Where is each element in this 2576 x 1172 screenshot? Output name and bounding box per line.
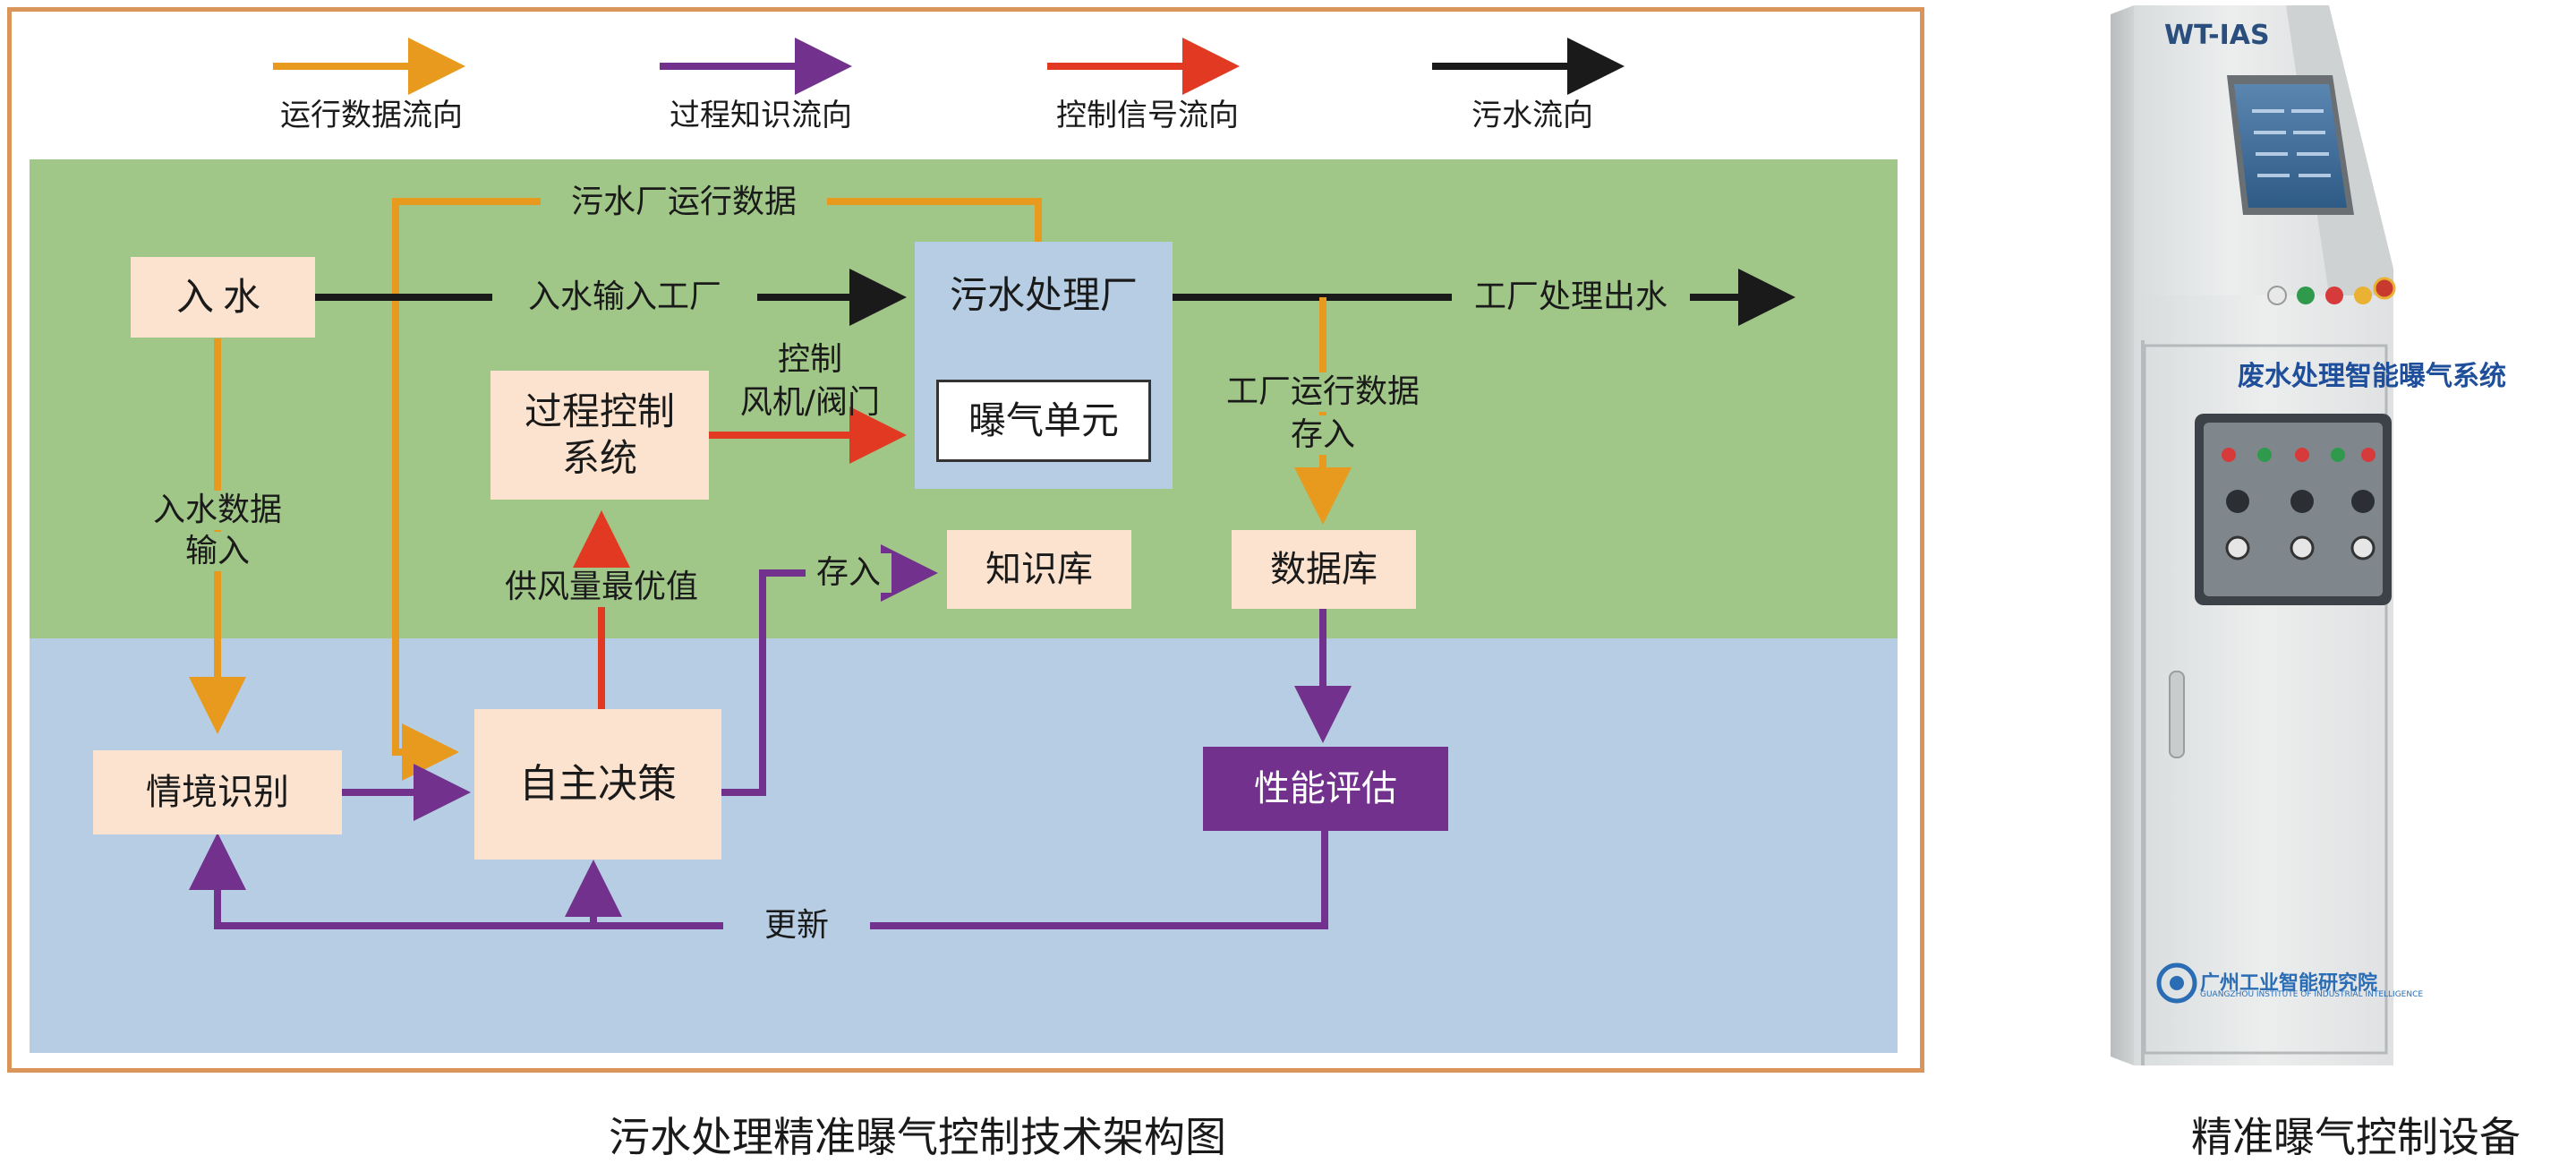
label-control-1: 控制 (777, 341, 842, 378)
label-plant-operating-data: 污水厂运行数据 (541, 183, 827, 222)
device-caption: 精准曝气控制设备 (2191, 1113, 2521, 1161)
node-autonomous-decision-label: 自主决策 (519, 761, 677, 807)
node-knowledge-base: 知识库 (947, 530, 1131, 609)
node-knowledge-base-label: 知识库 (985, 549, 1093, 590)
node-plant-label: 污水处理厂 (949, 273, 1138, 317)
diagram-caption: 污水处理精准曝气控制技术架构图 (609, 1113, 1226, 1161)
node-aeration-unit-label: 曝气单元 (968, 398, 1119, 442)
label-inflow-data-1: 入水数据 (131, 491, 304, 530)
device-model: WT-IAS (2164, 20, 2270, 51)
node-situation-recognition: 情境识别 (93, 750, 342, 834)
node-inflow: 入水 (131, 257, 315, 338)
label-store-ops-1: 工厂运行数据 (1205, 372, 1441, 412)
node-database: 数据库 (1232, 530, 1416, 609)
node-situation-recognition-label: 情境识别 (146, 772, 289, 813)
node-autonomous-decision: 自主决策 (474, 709, 721, 860)
label-inflow-data-2: 输入 (159, 532, 276, 571)
node-process-control: 过程控制 系统 (490, 371, 709, 500)
label-optimal-air: 供风量最优值 (483, 568, 720, 607)
node-performance-eval: 性能评估 (1203, 747, 1448, 831)
label-store-ops-2: 存入 (1269, 415, 1377, 455)
edge-plant-data-loop (392, 198, 1042, 781)
label-inflow-to-plant: 入水输入工厂 (492, 278, 757, 317)
node-process-control-label-2: 系统 (561, 436, 637, 480)
legend-label-control: 控制信号流向 (1056, 98, 1239, 133)
device-maker-logo: 广州工业智能研究院 (2200, 972, 2378, 995)
label-store: 存入 (806, 553, 891, 593)
legend-label-data: 运行数据流向 (280, 98, 463, 133)
device-panel-title: 废水处理智能曝气系统 (2238, 361, 2506, 392)
node-inflow-label: 入水 (175, 275, 269, 319)
node-aeration-unit: 曝气单元 (936, 380, 1151, 462)
label-update: 更新 (723, 906, 870, 945)
label-control-2: 风机/阀门 (739, 384, 881, 421)
control-cabinet-image (2111, 5, 2396, 1065)
node-database-label: 数据库 (1270, 549, 1378, 590)
node-process-control-label-1: 过程控制 (524, 389, 675, 433)
legend-label-knowledge: 过程知识流向 (670, 98, 852, 133)
label-plant-effluent: 工厂处理出水 (1452, 278, 1690, 317)
legend-label-water: 污水流向 (1471, 98, 1593, 133)
decision-layer-band (30, 638, 1898, 1053)
diagram-frame (7, 7, 1924, 1073)
edge-decision-to-knowledge (721, 544, 938, 796)
device-maker-logo-en: GUANGZHOU INSTITUTE OF INDUSTRIAL INTELL… (2200, 990, 2424, 999)
node-performance-eval-label: 性能评估 (1254, 768, 1397, 809)
